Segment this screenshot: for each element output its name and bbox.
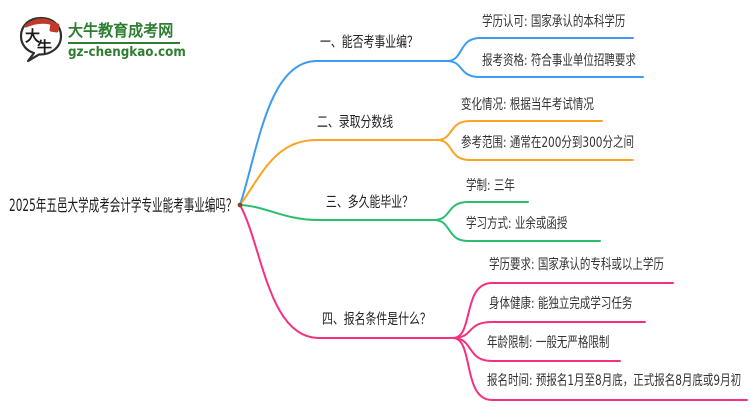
branch4-child2[interactable]: 身体健康: 能独立完成学习任务 xyxy=(489,296,633,312)
branch4-label[interactable]: 四、报名条件是什么？ xyxy=(322,312,431,328)
branch2-label[interactable]: 二、录取分数线 xyxy=(317,115,394,131)
branch4-child4[interactable]: 报名时间: 预报名1月至8月底，正式报名8月底或9月初 xyxy=(487,373,742,389)
svg-text:牛: 牛 xyxy=(37,38,52,56)
branch3-child1[interactable]: 学制: 三年 xyxy=(466,178,515,194)
branch2-line xyxy=(239,139,438,206)
daniu-bull-logo-icon: 大 牛 xyxy=(19,16,63,63)
logo-divider xyxy=(68,41,180,44)
logo-text-block: 大牛教育成考网 gz-chengkao.com xyxy=(68,21,196,60)
branch2-child2[interactable]: 参考范围: 通常在200分到300分之间 xyxy=(461,135,634,151)
branch3-child1-line xyxy=(433,201,529,221)
branch2-child2-line xyxy=(436,139,634,161)
branch4-line xyxy=(239,204,454,339)
root-topic[interactable]: 2025年五邑大学成考会计学专业能考事业编吗？ xyxy=(9,196,237,215)
branch3-line xyxy=(239,204,435,221)
site-domain: gz-chengkao.com xyxy=(68,44,186,60)
branch3-child2[interactable]: 学习方式: 业余或函授 xyxy=(466,216,568,232)
branch1-child2-line xyxy=(446,60,644,78)
branch2-child1[interactable]: 变化情况: 根据当年考试情况 xyxy=(461,97,594,113)
branch4-child1[interactable]: 学历要求: 国家承认的专科或以上学历 xyxy=(489,257,664,273)
branch4-child3-line xyxy=(452,337,621,362)
branch1-child1-line xyxy=(446,37,634,62)
site-name: 大牛教育成考网 xyxy=(68,20,174,40)
branch1-line xyxy=(239,60,448,206)
branch3-label[interactable]: 三、多久能毕业？ xyxy=(326,195,413,211)
branch4-child3[interactable]: 年龄限制: 一般无严格限制 xyxy=(487,335,610,351)
branch4-child2-line xyxy=(452,321,646,339)
branch1-child1[interactable]: 学历认可: 国家承认的本科学历 xyxy=(482,14,626,30)
branch4-child4-line xyxy=(452,337,748,401)
branch1-label[interactable]: 一、能否考事业编？ xyxy=(320,35,418,51)
site-logo[interactable]: 大 牛 大牛教育成考网 gz-chengkao.com xyxy=(18,15,196,65)
svg-text:大: 大 xyxy=(25,27,40,45)
branch4-child1-line xyxy=(452,282,674,339)
branch2-child1-line xyxy=(436,120,603,141)
branch3-child2-line xyxy=(433,219,601,242)
root-junction-dot xyxy=(237,202,243,208)
branch1-child2[interactable]: 报考资格: 符合事业单位招聘要求 xyxy=(482,53,636,69)
